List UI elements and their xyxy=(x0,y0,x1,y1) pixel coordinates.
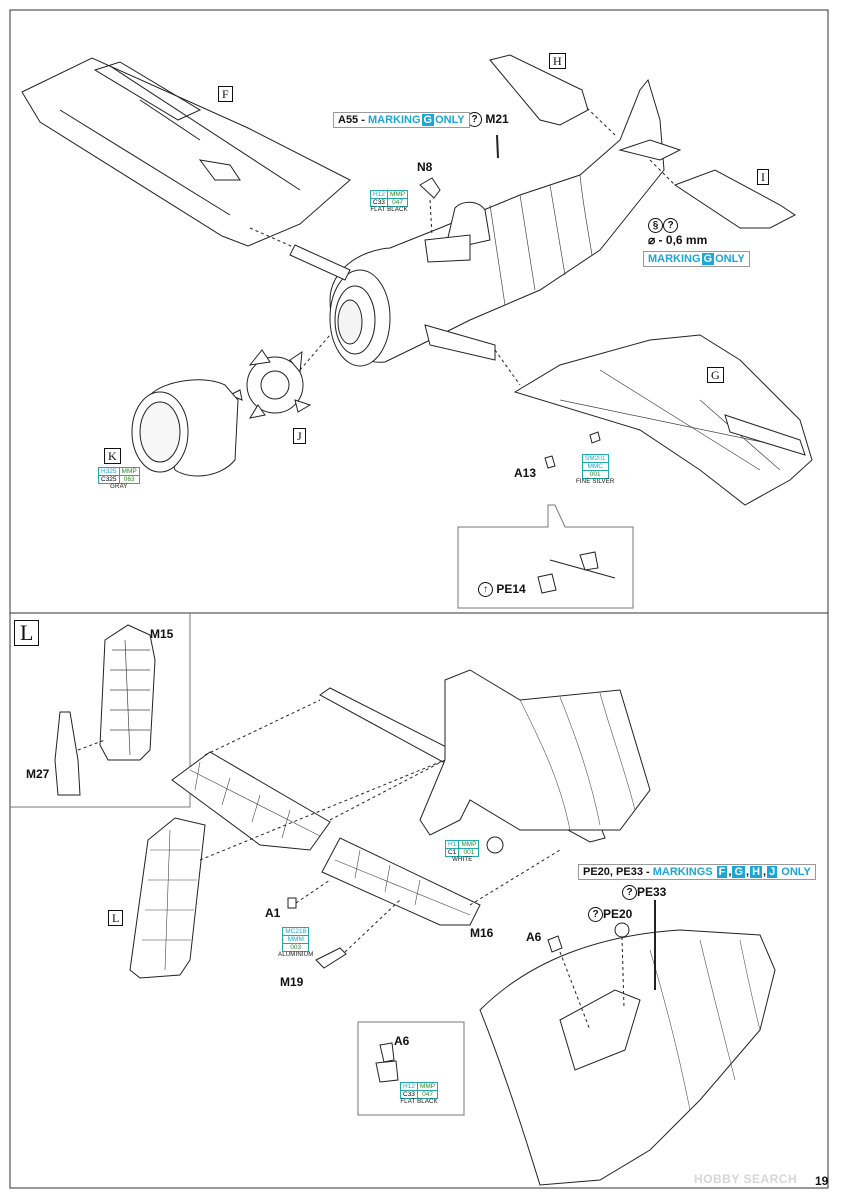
paint-code: 001 xyxy=(458,848,480,857)
paint-code: MMM xyxy=(282,935,310,944)
label-A6-detail: A6 xyxy=(394,1034,410,1048)
paint-code: MMP xyxy=(118,467,140,476)
label-M21: ? M21 xyxy=(467,112,509,128)
label-G: G xyxy=(707,367,724,383)
label-PE20-text: PE20 xyxy=(603,907,633,921)
paint-name: FINE SILVER xyxy=(576,479,615,485)
label-N8: N8 xyxy=(417,160,433,174)
paint-name: FLAT BLACK xyxy=(370,207,408,213)
paint-code: H325 xyxy=(98,467,120,476)
watermark: HOBBY SEARCH xyxy=(694,1172,798,1186)
label-PE14-text: PE14 xyxy=(496,582,526,596)
note-pe-markings: MARKINGS xyxy=(652,866,713,878)
label-M27: M27 xyxy=(26,767,50,781)
label-A13: A13 xyxy=(514,466,537,480)
label-I: I xyxy=(757,169,769,185)
label-PE33: ?PE33 xyxy=(622,885,667,901)
paint-code: C33 xyxy=(370,198,388,207)
note-a55-only: ONLY xyxy=(435,114,465,126)
paint-code: 003 xyxy=(282,943,310,952)
label-M16: M16 xyxy=(470,926,494,940)
left-wing-F xyxy=(21,57,351,247)
part-M27 xyxy=(54,711,81,796)
label-PE33-text: PE33 xyxy=(637,885,667,899)
label-PE20: ?PE20 xyxy=(588,907,633,923)
label-L: L xyxy=(108,910,124,926)
paint-code: MMP xyxy=(416,1082,439,1091)
cowling-K xyxy=(131,379,239,477)
note-marking-g-text: MARKING xyxy=(648,253,701,265)
paint-code: C325 xyxy=(98,475,120,484)
optional-icon: ? xyxy=(663,218,678,234)
paint-callout-a13: SM201 MMC 001 FINE SILVER xyxy=(576,454,614,486)
page-number: 19 xyxy=(815,1174,829,1188)
label-J: J xyxy=(293,428,306,444)
paint-code: 047 xyxy=(386,198,409,207)
paint-code: MC218 xyxy=(282,927,310,936)
label-PE14: ↑ PE14 xyxy=(478,582,526,598)
label-H: H xyxy=(549,53,566,69)
paint-code: H12 xyxy=(370,190,388,199)
optional-icon: ? xyxy=(622,885,637,901)
label-M19: M19 xyxy=(280,975,304,989)
optional-icon: ? xyxy=(588,907,603,923)
paint-callout-a1: MC218 MMM 003 ALUMINIUM xyxy=(278,927,313,959)
label-M21-text: M21 xyxy=(485,112,509,126)
paint-name: FLAT BLACK xyxy=(400,1099,438,1105)
note-a55-marking: MARKING xyxy=(367,114,421,126)
note-marking-g-only: ONLY xyxy=(715,253,745,265)
marking-chip-g: G xyxy=(701,253,715,265)
section-L-heading: L xyxy=(14,620,40,646)
paint-name: WHITE xyxy=(452,857,473,863)
marking-chip-j: J xyxy=(767,866,778,878)
part-H xyxy=(489,54,589,126)
right-wing-G xyxy=(513,334,813,506)
marking-chip-g: G xyxy=(732,866,746,878)
paint-code: 047 xyxy=(416,1090,439,1099)
marking-chip-g: G xyxy=(421,114,435,126)
label-A6: A6 xyxy=(526,930,542,944)
paint-code: 001 xyxy=(581,470,609,479)
paint-code: MMP xyxy=(458,840,480,849)
label-F: F xyxy=(218,86,233,102)
paint-code: MMC xyxy=(581,462,609,471)
note-pe20-pe33-markings: PE20, PE33 - MARKINGS F,G,H,J ONLY xyxy=(578,864,816,880)
drill-note: §?⌀ - 0,6 mm xyxy=(648,218,707,247)
engine-J xyxy=(228,349,312,419)
paint-code: H1 xyxy=(444,840,460,849)
label-M15: M15 xyxy=(150,627,174,641)
paint-name: ALUMINIUM xyxy=(278,952,314,958)
paint-code: C33 xyxy=(400,1090,418,1099)
label-A1: A1 xyxy=(265,906,281,920)
cockpit-fuselage xyxy=(479,929,776,1186)
paint-name: GRAY xyxy=(110,484,128,490)
paint-code: SM201 xyxy=(581,454,609,463)
label-K: K xyxy=(104,448,121,464)
note-a55-prefix: A55 - xyxy=(338,114,365,126)
marking-chip-h: H xyxy=(750,866,763,878)
paint-code: 063 xyxy=(118,475,140,484)
note-pe-only: ONLY xyxy=(781,866,811,878)
drill-icon: § xyxy=(648,218,663,234)
bend-icon: ↑ xyxy=(478,582,493,598)
paint-code: MMP xyxy=(386,190,409,199)
paint-code: H12 xyxy=(400,1082,418,1091)
part-I xyxy=(673,169,796,229)
drill-size: ⌀ - 0,6 mm xyxy=(648,233,708,248)
marking-chip-f: F xyxy=(716,866,728,878)
note-pe-prefix: PE20, PE33 - xyxy=(583,866,650,878)
paint-code: C1 xyxy=(444,848,460,857)
tail-assembly xyxy=(419,669,651,836)
